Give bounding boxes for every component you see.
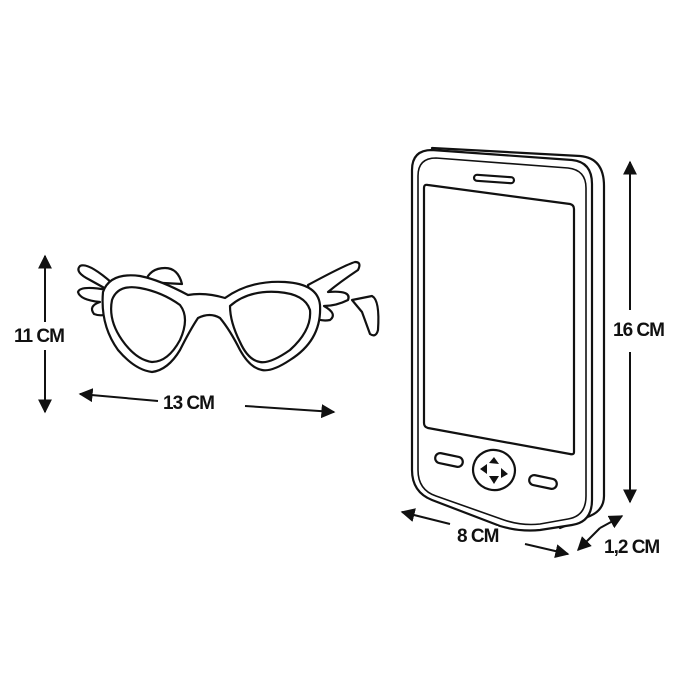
dpad-arrows-icon xyxy=(480,457,508,484)
phone-depth-arrow xyxy=(577,515,624,551)
glasses-width-label: 13 CM xyxy=(163,393,215,415)
glasses-height-label: 11 CM xyxy=(14,326,65,348)
phone-depth-label: 1,2 CM xyxy=(604,537,660,559)
phone-width-label: 8 CM xyxy=(457,526,499,548)
phone-height-label: 16 CM xyxy=(613,320,665,342)
sunglasses-illustration xyxy=(76,260,380,374)
smartphone-illustration xyxy=(410,146,606,532)
phone-width-arrow xyxy=(400,508,570,558)
glasses-width-arrow xyxy=(78,388,336,419)
